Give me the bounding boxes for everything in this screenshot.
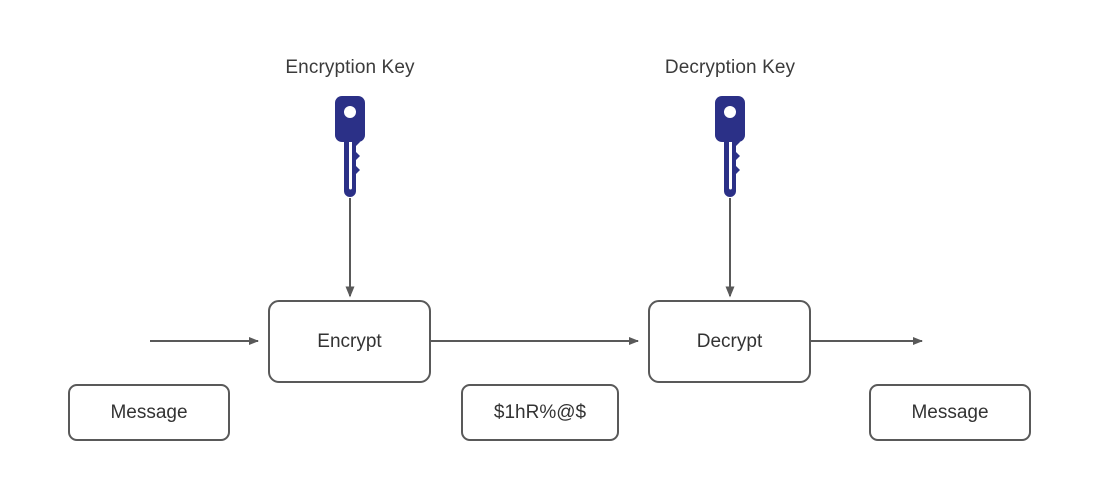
message-output-node[interactable]: Message (869, 384, 1031, 441)
decryption-key-label: Decryption Key (664, 57, 796, 78)
message-input-node[interactable]: Message (68, 384, 230, 441)
decrypt-node[interactable]: Decrypt (648, 300, 811, 383)
encryption-key-label: Encryption Key (285, 57, 415, 78)
encryption-key-icon (327, 96, 373, 204)
decrypt-node-label: Decrypt (696, 330, 763, 352)
ciphertext-node[interactable]: $1hR%@$ (461, 384, 619, 441)
message-input-label: Message (110, 401, 188, 423)
decryption-key-icon (707, 96, 753, 204)
encrypt-node-label: Encrypt (317, 330, 382, 352)
message-output-label: Message (911, 401, 989, 423)
ciphertext-label: $1hR%@$ (493, 401, 587, 423)
encrypt-node[interactable]: Encrypt (268, 300, 431, 383)
